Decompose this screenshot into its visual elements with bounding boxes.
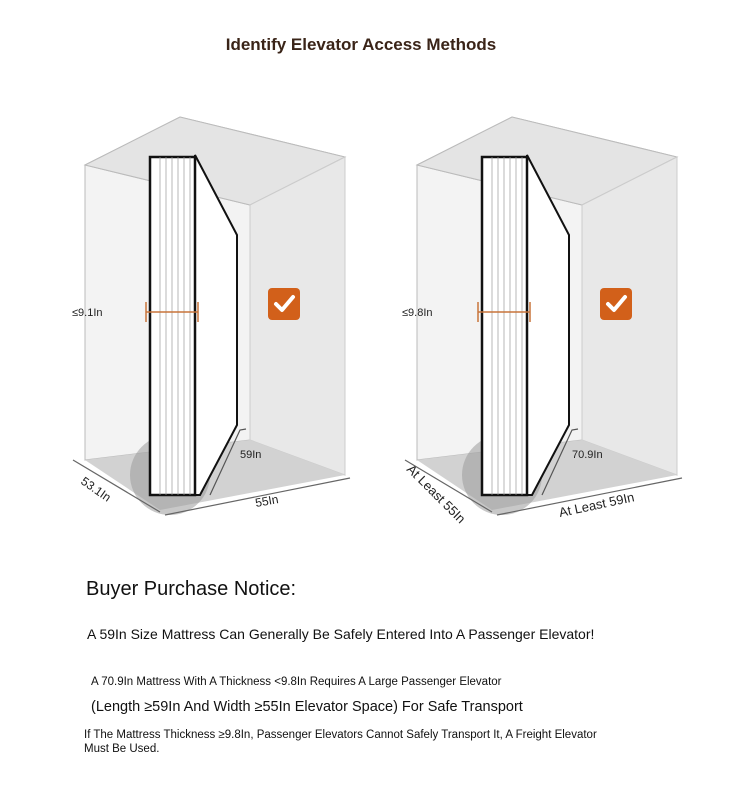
elevator-box-illustration [403,115,684,517]
mattress-length-label: 70.9In [572,449,603,461]
notice-heading: Buyer Purchase Notice: [86,578,297,600]
notice-line: A 70.9In Mattress With A Thickness <9.8I… [91,676,502,688]
elevator-diagrams: ≤9.1In 59In 53.1In 55In ≤9.8In 70.9In At… [71,115,684,526]
panel-large-elevator: ≤9.8In 70.9In At Least 55In At Least 59I… [402,115,684,526]
panel-standard-elevator: ≤9.1In 59In 53.1In 55In [71,115,352,517]
thickness-label: ≤9.1In [72,307,103,319]
depth-label: 53.1In [78,474,113,505]
width-label: 55In [254,492,279,510]
notice-line: A 59In Size Mattress Can Generally Be Sa… [87,626,595,642]
notice-line: If The Mattress Thickness ≥9.8In, Passen… [84,729,597,755]
thickness-label: ≤9.8In [402,307,433,319]
notice-line: (Length ≥59In And Width ≥55In Elevator S… [91,699,523,715]
page-title: Identify Elevator Access Methods [225,35,497,54]
elevator-box-illustration [71,115,352,517]
mattress-length-label: 59In [240,449,261,461]
